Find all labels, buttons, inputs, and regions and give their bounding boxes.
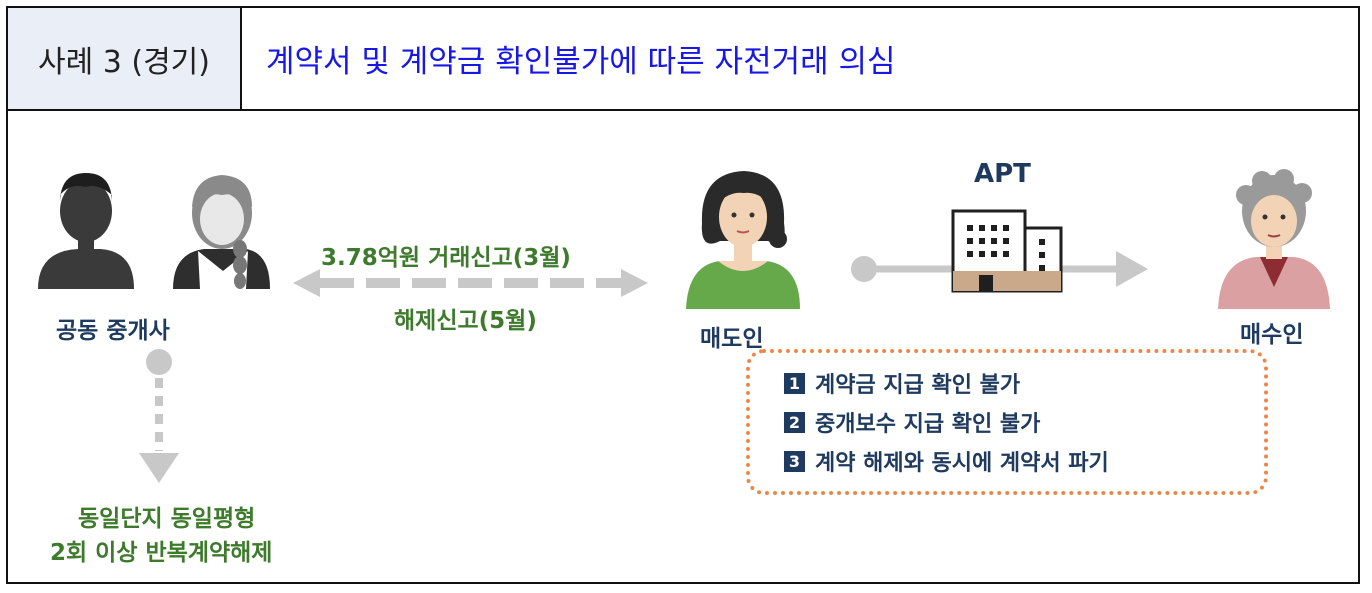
buyer-icon <box>1218 169 1330 309</box>
case-label: 사례 3 (경기) <box>8 8 242 109</box>
seller-label: 매도인 <box>700 319 763 353</box>
buyer-label: 매수인 <box>1240 315 1303 349</box>
transaction-arrow <box>293 269 648 297</box>
issue-number-2: 2 <box>784 412 805 433</box>
issue-number-1: 1 <box>784 373 805 394</box>
female-agent-icon <box>173 175 270 289</box>
issues-box: 1 계약금 지급 확인 불가 2 중개보수 지급 확인 불가 3 계약 해제와 … <box>746 349 1268 495</box>
issue-text-1: 계약금 지급 확인 불가 <box>815 367 1020 399</box>
male-agent-icon <box>38 173 134 289</box>
case-frame: 사례 3 (경기) 계약서 및 계약금 확인불가에 따른 자전거래 의심 <box>6 6 1360 584</box>
issue-number-3: 3 <box>784 451 805 472</box>
diagram-area: 공동 중개사 매도인 매수인 APT 3.78억원 거래신고(3월) 해제신고(… <box>8 111 1358 584</box>
issue-text-2: 중개보수 지급 확인 불가 <box>815 406 1040 438</box>
header-row: 사례 3 (경기) 계약서 및 계약금 확인불가에 따른 자전거래 의심 <box>8 8 1358 111</box>
repeat-note-line2: 2회 이상 반복계약해제 <box>50 533 272 567</box>
case-title: 계약서 및 계약금 확인불가에 따른 자전거래 의심 <box>266 8 896 109</box>
agents-label: 공동 중개사 <box>56 311 170 345</box>
cancel-label: 해제신고(5월) <box>394 301 537 335</box>
report-label: 3.78억원 거래신고(3월) <box>321 238 571 272</box>
issue-text-3: 계약 해제와 동시에 계약서 파기 <box>815 445 1109 477</box>
issue-item-2: 2 중개보수 지급 확인 불가 <box>784 406 1040 438</box>
repeat-note-line1: 동일단지 동일평형 <box>78 499 255 533</box>
seller-icon <box>686 171 800 309</box>
apt-label: APT <box>974 159 1031 189</box>
issue-item-1: 1 계약금 지급 확인 불가 <box>784 367 1020 399</box>
apartment-icon <box>953 211 1061 291</box>
issue-item-3: 3 계약 해제와 동시에 계약서 파기 <box>784 445 1109 477</box>
repeat-arrow <box>139 349 179 483</box>
